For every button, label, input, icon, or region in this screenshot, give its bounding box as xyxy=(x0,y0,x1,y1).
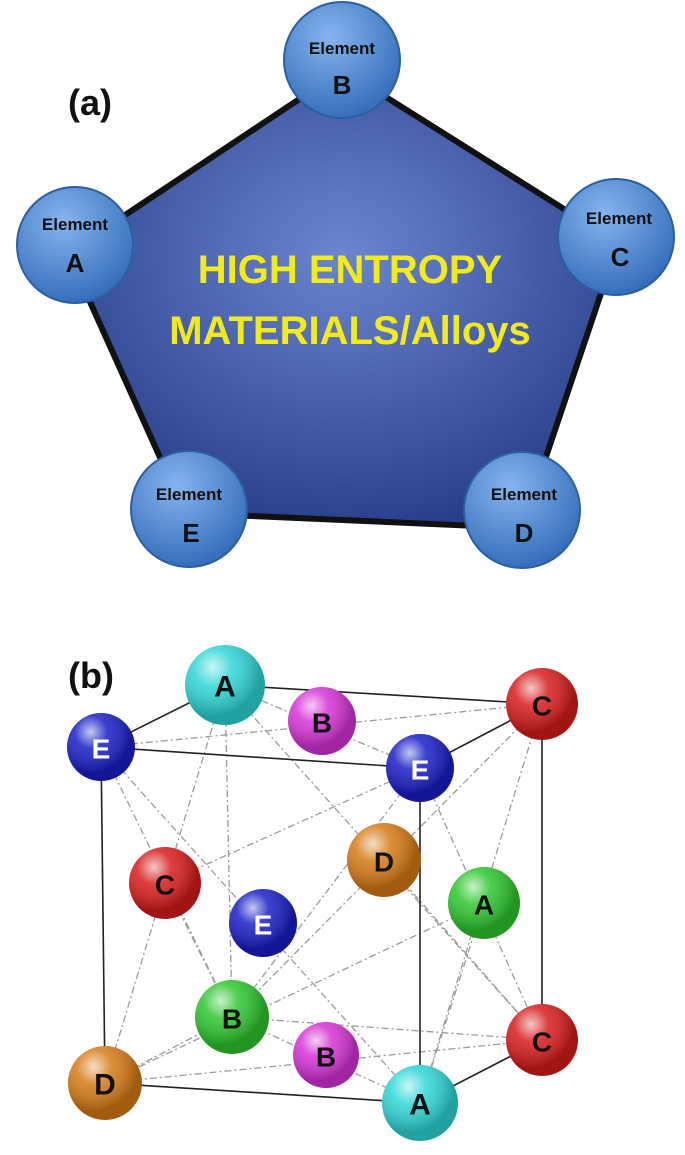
atom-shine xyxy=(347,823,421,897)
atom-shine xyxy=(506,1004,578,1076)
atom-letter: A xyxy=(214,671,236,704)
node-circle xyxy=(16,186,134,304)
node-letter: C xyxy=(611,242,630,272)
atom-d-bottom: D xyxy=(68,1046,142,1120)
panel-a: (a) HIGH ENTROPY MATERIALS/Alloys Elemen… xyxy=(16,1,675,569)
node-letter: A xyxy=(66,248,85,278)
element-node-c: Element C xyxy=(557,178,675,296)
node-letter: B xyxy=(333,70,352,100)
atom-d-mid: D xyxy=(347,823,421,897)
node-circle xyxy=(463,451,581,569)
atom-letter: D xyxy=(94,1069,116,1102)
atom-shine xyxy=(229,889,297,957)
panel-b: (b) xyxy=(67,645,578,1141)
atom-b-bottom: B xyxy=(293,1022,359,1088)
element-node-e: Element E xyxy=(130,450,248,568)
atom-e-center: E xyxy=(229,889,297,957)
atom-letter: E xyxy=(254,910,273,941)
node-letter: E xyxy=(182,518,199,548)
atom-shine xyxy=(195,980,269,1054)
node-circle xyxy=(130,450,248,568)
atom-e-left: E xyxy=(67,713,135,781)
atom-shine xyxy=(67,713,135,781)
atom-shine xyxy=(68,1046,142,1120)
atom-shine xyxy=(293,1022,359,1088)
center-title-line1: HIGH ENTROPY xyxy=(198,248,503,292)
node-letter: D xyxy=(515,518,534,548)
atom-letter: A xyxy=(474,890,494,921)
atom-shine xyxy=(448,867,520,939)
atom-letter: B xyxy=(222,1004,242,1035)
panel-a-label: (a) xyxy=(68,82,112,123)
atom-shine xyxy=(129,847,201,919)
atom-c-mid: C xyxy=(129,847,201,919)
atom-a-bottom: A xyxy=(382,1065,458,1141)
atom-shine xyxy=(506,668,578,740)
atom-a-top: A xyxy=(185,645,265,725)
atom-letter: D xyxy=(374,847,394,878)
atoms: A B C E E xyxy=(67,645,578,1141)
panel-b-label: (b) xyxy=(68,655,114,696)
atom-letter: E xyxy=(92,734,111,765)
element-node-d: Element D xyxy=(463,451,581,569)
atom-letter: A xyxy=(409,1089,431,1122)
atom-letter: E xyxy=(411,755,430,786)
atom-shine xyxy=(288,687,356,755)
atom-shine xyxy=(185,645,265,725)
atom-c-top: C xyxy=(506,668,578,740)
atom-e-front-top: E xyxy=(386,734,454,802)
atom-c-bottom: C xyxy=(506,1004,578,1076)
center-title-line2: MATERIALS/Alloys xyxy=(169,309,531,353)
atom-letter: B xyxy=(316,1042,336,1073)
atom-letter: C xyxy=(155,870,175,901)
atom-a-green: A xyxy=(448,867,520,939)
node-word: Element xyxy=(586,209,652,228)
atom-b-green: B xyxy=(195,980,269,1054)
node-word: Element xyxy=(42,215,108,234)
element-node-a: Element A xyxy=(16,186,134,304)
atom-letter: C xyxy=(532,691,552,722)
atom-shine xyxy=(386,734,454,802)
node-word: Element xyxy=(491,485,557,504)
atom-shine xyxy=(382,1065,458,1141)
node-circle xyxy=(283,1,401,119)
atom-letter: C xyxy=(532,1027,552,1058)
element-node-b: Element B xyxy=(283,1,401,119)
atom-letter: B xyxy=(312,708,332,739)
node-word: Element xyxy=(156,485,222,504)
node-word: Element xyxy=(309,39,375,58)
node-circle xyxy=(557,178,675,296)
atom-b-top: B xyxy=(288,687,356,755)
